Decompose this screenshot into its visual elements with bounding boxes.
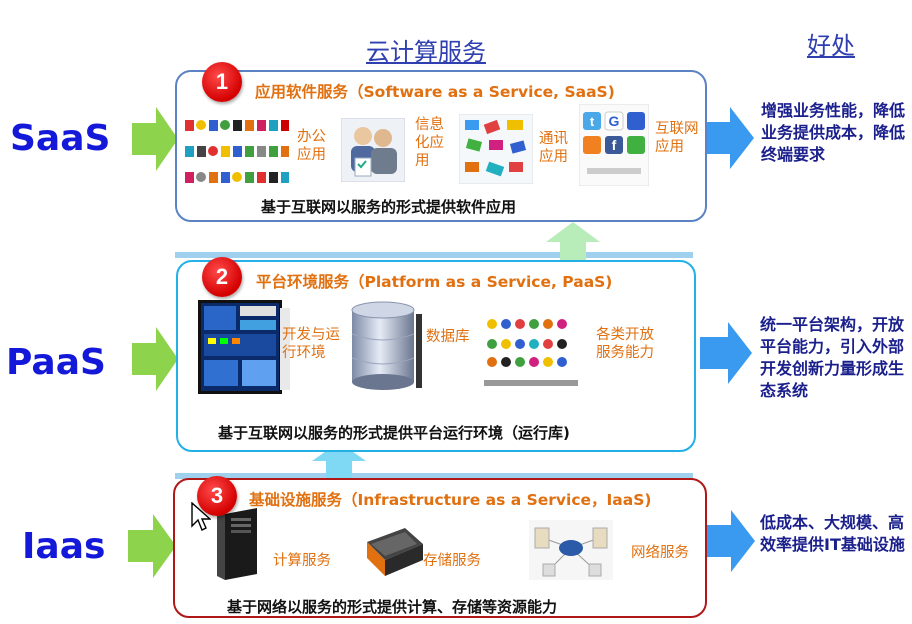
- saas-title: 应用软件服务（Software as a Service, SaaS): [255, 83, 615, 101]
- blue-arrow-icon: [700, 322, 752, 384]
- saas-item-office: 办公 应用: [297, 129, 326, 163]
- mouse-cursor-icon: [191, 502, 211, 531]
- svg-text:G: G: [609, 113, 620, 129]
- network-icon: [529, 520, 613, 580]
- layer-name-iaas: Iaas: [22, 526, 106, 567]
- storage-icon: [367, 528, 423, 576]
- iaas-footer: 基于网络以服务的形式提供计算、存储等资源能力: [227, 598, 558, 616]
- people-icon: [341, 118, 405, 182]
- layer-separator: [175, 473, 693, 479]
- layer-name-paas: PaaS: [6, 342, 106, 383]
- internet-apps-icon: t G f: [579, 104, 649, 186]
- iaas-panel: 基础设施服务（Infrastructure as a Service，IaaS)…: [173, 478, 707, 618]
- communication-apps-icon: [459, 114, 533, 184]
- iaas-item-storage: 存储服务: [423, 553, 481, 569]
- saas-panel: 应用软件服务（Software as a Service, SaaS) 办公 应…: [175, 70, 707, 222]
- server-icon: [217, 508, 257, 580]
- iaas-benefit: 低成本、大规模、高效率提供IT基础设施: [760, 513, 905, 554]
- database-icon: [351, 301, 422, 390]
- saas-benefit: 增强业务性能，降低业务提供成本，降低终端要求: [761, 101, 906, 164]
- blue-arrow-icon: [705, 510, 755, 572]
- up-arrow-icon: [546, 222, 600, 262]
- layer-number-badge: 2: [202, 257, 242, 297]
- saas-footer: 基于互联网以服务的形式提供软件应用: [261, 198, 517, 216]
- iaas-item-network: 网络服务: [631, 545, 689, 561]
- benefits-header: 好处: [807, 32, 855, 60]
- svg-text:f: f: [612, 137, 617, 153]
- green-arrow-icon: [132, 107, 178, 171]
- green-arrow-icon: [132, 327, 178, 391]
- svg-text:t: t: [590, 114, 595, 129]
- green-arrow-icon: [128, 514, 176, 578]
- dev-env-document: [280, 308, 290, 390]
- paas-item-dev: 开发与运 行环境: [282, 327, 340, 361]
- saas-item-internet: 互联网 应用: [655, 121, 699, 155]
- layer-separator: [175, 252, 693, 258]
- iaas-item-compute: 计算服务: [273, 553, 331, 569]
- blue-arrow-icon: [704, 107, 754, 169]
- layer-number-badge: 3: [197, 476, 237, 516]
- paas-benefit: 统一平台架构，开放平台能力，引入外部开发创新力量形成生态系统: [760, 315, 905, 400]
- saas-item-info: 信息 化应 用: [415, 117, 444, 169]
- paas-footer: 基于互联网以服务的形式提供平台运行环境（运行库): [218, 424, 570, 442]
- layer-name-saas: SaaS: [10, 118, 111, 159]
- paas-item-open: 各类开放 服务能力: [596, 327, 654, 361]
- dev-environment-icon: [198, 300, 282, 394]
- paas-panel: 平台环境服务（Platform as a Service, PaaS) 开发与运…: [176, 260, 696, 452]
- saas-item-comm: 通讯 应用: [539, 131, 568, 165]
- layer-number-badge: 1: [202, 62, 242, 102]
- paas-title: 平台环境服务（Platform as a Service, PaaS): [256, 273, 613, 291]
- iaas-title: 基础设施服务（Infrastructure as a Service，IaaS): [249, 491, 652, 509]
- paas-item-db: 数据库: [426, 329, 470, 345]
- office-apps-icon: [185, 120, 289, 183]
- open-services-icon: [484, 312, 578, 386]
- services-header: 云计算服务: [366, 38, 486, 66]
